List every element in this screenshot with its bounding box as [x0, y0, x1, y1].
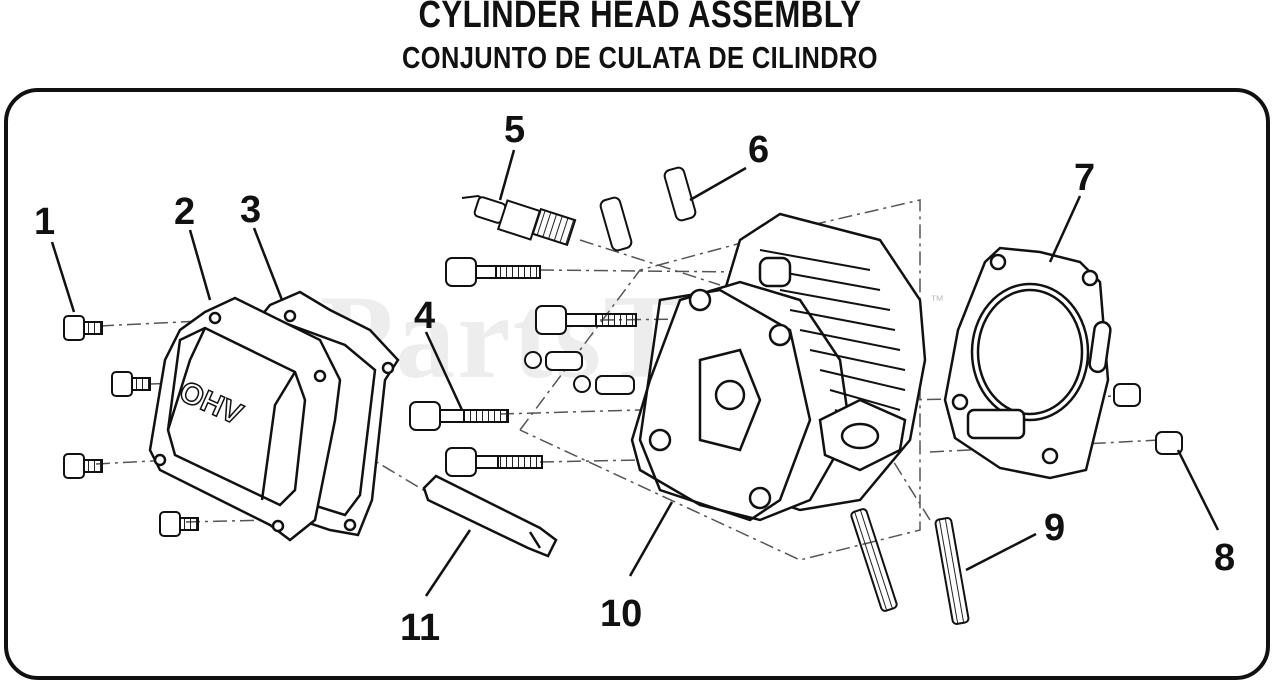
callout-1: 1: [34, 201, 55, 243]
callout-2: 2: [174, 191, 195, 233]
callout-5: 5: [504, 109, 525, 151]
callout-9: 9: [1044, 507, 1065, 549]
diagram-frame: [4, 88, 1270, 680]
part-6-dowel-pins: [599, 166, 697, 252]
part-9-studs: [850, 508, 970, 625]
part-11-tube: [422, 474, 558, 558]
callout-6: 6: [748, 129, 769, 171]
callout-numbers: 1 2 3 4 5 6 7 8 9 10 11: [34, 109, 1235, 649]
diagram-subtitle: CONJUNTO DE CULATA DE CILINDRO: [402, 40, 878, 75]
part-8-dowels: [1113, 383, 1183, 455]
part-2-valve-cover: OHV: [148, 296, 342, 542]
part-4-head-bolts: [409, 257, 637, 477]
callout-8: 8: [1214, 537, 1235, 579]
callout-11: 11: [400, 607, 440, 649]
leader-lines: [50, 149, 1220, 597]
callout-3: 3: [240, 189, 261, 231]
callout-4: 4: [414, 295, 435, 337]
part-10-cylinder-head: [630, 212, 927, 522]
watermark-trademark: ™: [930, 292, 944, 308]
part-7-head-gasket: [943, 246, 1112, 480]
callout-10: 10: [600, 593, 642, 635]
part-1-bolts: [63, 315, 199, 537]
diagram-title: CYLINDER HEAD ASSEMBLY: [418, 0, 862, 36]
callout-7: 7: [1074, 157, 1095, 199]
part-5-spark-plug: [461, 194, 577, 247]
